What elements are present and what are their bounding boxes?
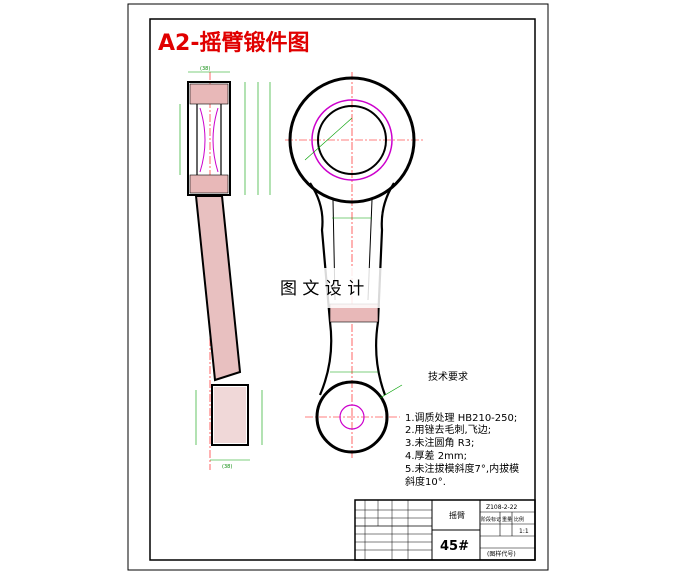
technical-requirements: 技术要求 1.调质处理 HB210-250; 2.用锉去毛刺,飞边; 3.未注圆… bbox=[405, 370, 519, 488]
top-boss-machined bbox=[311, 99, 393, 181]
col-label-scale: 比例 bbox=[514, 516, 524, 523]
col-label-weight: 重量 bbox=[502, 516, 512, 523]
material: 45# bbox=[440, 539, 469, 554]
front-view bbox=[285, 72, 425, 460]
tech-item: 4.厚差 2mm; bbox=[405, 449, 467, 462]
side-view-machined-edge bbox=[212, 107, 219, 173]
bottom-bore bbox=[339, 404, 365, 430]
side-view: (38) (38) bbox=[179, 66, 271, 470]
top-boss-outer bbox=[288, 76, 416, 204]
inner-border bbox=[149, 18, 536, 561]
watermark-text: 图 文 设 计 bbox=[280, 279, 364, 299]
scale: 1:1 bbox=[519, 528, 529, 535]
drawing-code: (图样代号) bbox=[487, 550, 516, 558]
top-bore bbox=[317, 105, 387, 175]
side-view-top-hatch-upper bbox=[189, 83, 229, 105]
dimension-line bbox=[304, 117, 353, 161]
bottom-boss-outer bbox=[315, 380, 389, 454]
drawing-number: Z108-2-22 bbox=[486, 504, 518, 511]
title-block: 摇臂 45# Z108-2-22 阶段标记 重量 比例 1:1 (图样代号) bbox=[354, 499, 536, 561]
tech-item: 1.调质处理 HB210-250; bbox=[405, 412, 517, 424]
tech-item: 5.未注拔模斜度7°,内拔模 bbox=[405, 462, 519, 475]
side-view-dim-top: (38) bbox=[200, 66, 210, 72]
side-view-arm bbox=[194, 195, 242, 382]
tech-item: 2.用锉去毛刺,飞边; bbox=[405, 423, 491, 436]
part-name: 摇臂 bbox=[449, 510, 465, 520]
watermark: 图 文 设 计 bbox=[262, 268, 412, 308]
tech-item: 斜度10°. bbox=[405, 475, 446, 488]
tech-item: 3.未注圆角 R3; bbox=[405, 436, 474, 449]
drawing-title: A2-摇臂锻件图 bbox=[158, 30, 309, 56]
outer-border bbox=[127, 3, 549, 571]
col-label-stage: 阶段标记 bbox=[481, 516, 501, 523]
side-view-dim-bottom: (38) bbox=[222, 464, 232, 470]
dimension-line bbox=[379, 384, 403, 399]
side-view-machined-edge bbox=[199, 107, 206, 173]
side-view-bottom-fill bbox=[214, 387, 246, 443]
side-view-top-hatch-lower bbox=[189, 174, 229, 194]
tech-heading: 技术要求 bbox=[428, 370, 468, 383]
side-view-bottom-boss bbox=[211, 384, 249, 446]
